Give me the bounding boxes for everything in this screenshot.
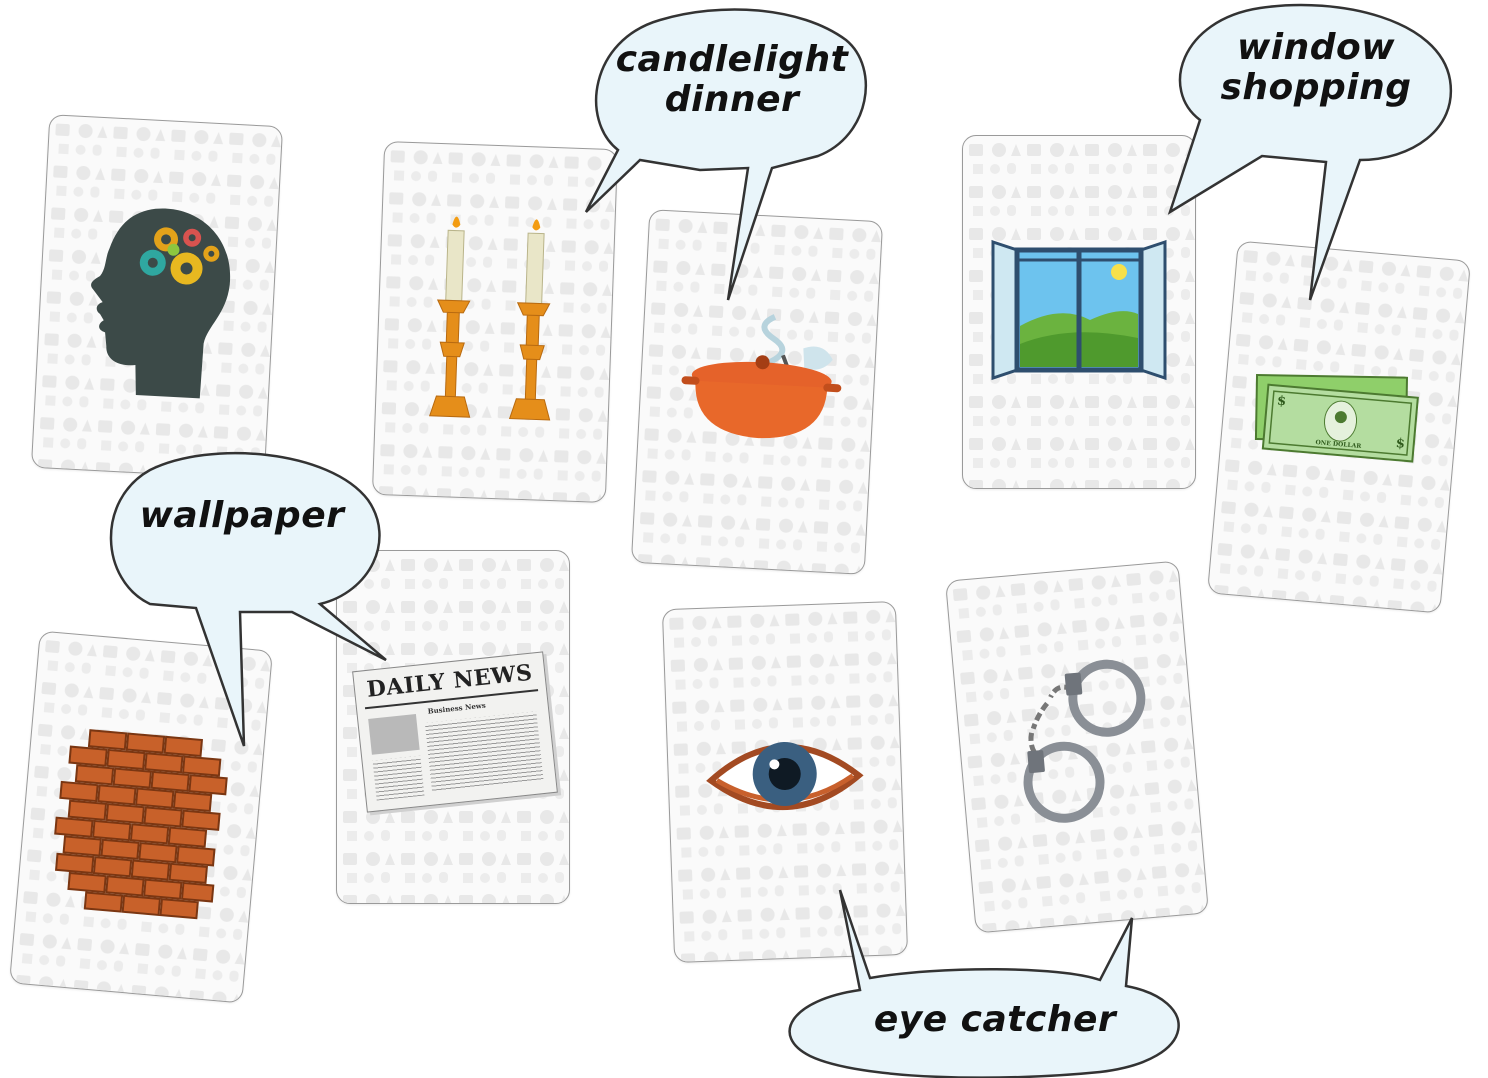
dollar-bills-icon: $ $ ONE DOLLAR [1247, 364, 1436, 489]
card-eye [661, 601, 909, 963]
open-window-icon [991, 239, 1167, 381]
eye-icon [706, 742, 864, 810]
window-line1: window [1237, 27, 1395, 68]
candlelight-line2: dinner [664, 78, 800, 120]
candlelight-dinner-bubble [584, 8, 868, 301]
card-candlesticks [371, 141, 619, 503]
cooking-pot-icon [681, 314, 842, 439]
card-newspaper: DAILY NEWS Business News [336, 550, 570, 904]
brick-wall-icon [54, 729, 228, 920]
handcuffs-icon [1023, 659, 1146, 823]
wallpaper-bubble [109, 451, 387, 747]
window-shopping-bubble [1167, 3, 1453, 301]
candlesticks-icon [428, 216, 551, 421]
card-handcuffs [945, 560, 1209, 934]
card-dollar-bills: $ $ ONE DOLLAR [1207, 240, 1471, 614]
window-line2: shopping [1220, 66, 1412, 108]
card-head-gears [30, 114, 284, 480]
wallpaper-line1: wallpaper [139, 495, 345, 536]
eye-catcher-text: eye catcher [850, 1000, 1140, 1040]
wallpaper-text: wallpaper [122, 496, 362, 536]
window-shopping-text: window shopping [1206, 28, 1426, 107]
card-open-window [962, 135, 1196, 489]
candlelight-line1: candlelight [615, 39, 849, 80]
card-brick-wall [9, 630, 273, 1004]
card-cooking-pot [630, 209, 884, 575]
eye-catcher-line1: eye catcher [873, 999, 1117, 1040]
eye-catcher-bubble [788, 889, 1180, 1078]
head-with-gears-icon [91, 208, 231, 399]
candlelight-dinner-text: candlelight dinner [612, 40, 852, 119]
